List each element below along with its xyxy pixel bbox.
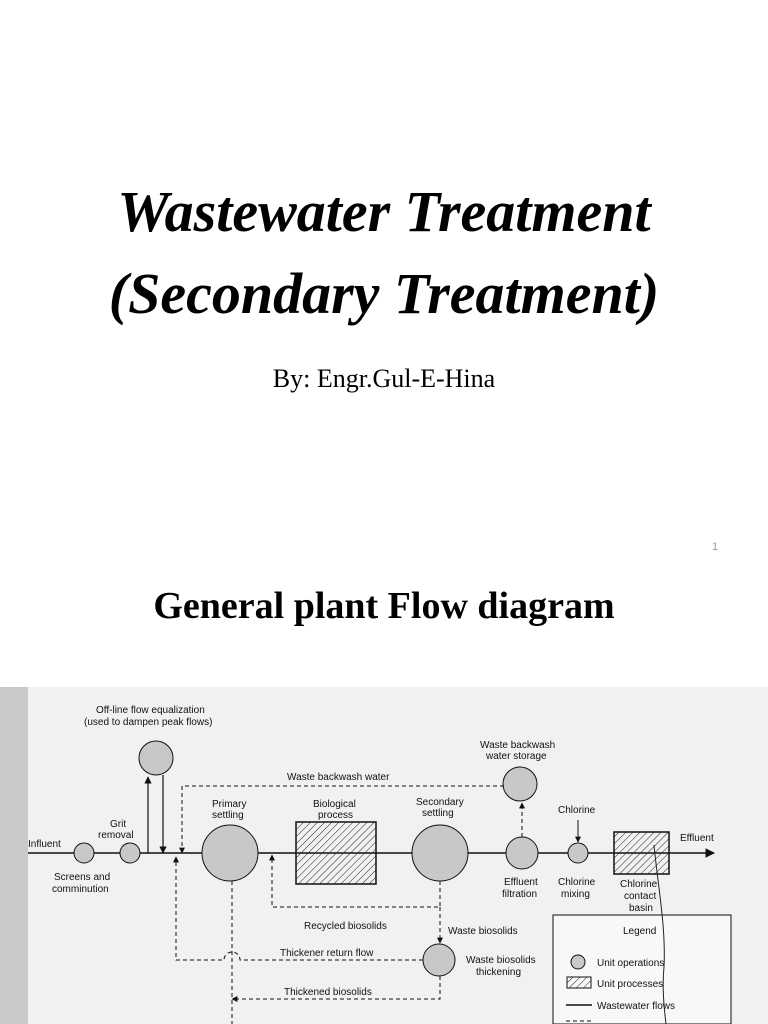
secondary-label-1: Secondary bbox=[416, 797, 464, 808]
effluent-filtration-circle bbox=[505, 836, 539, 870]
legend-circle-swatch bbox=[570, 954, 586, 970]
biosolids-thickening-circle bbox=[422, 943, 456, 977]
screens-label-2: comminution bbox=[52, 884, 109, 895]
legend-unit-operations: Unit operations bbox=[597, 958, 664, 969]
legend-unit-processes: Unit processes bbox=[597, 979, 663, 990]
contact-label-2: contact bbox=[624, 891, 656, 902]
waste-backwash-label: Waste backwash water bbox=[287, 772, 390, 783]
slide-title-line-1: Wastewater Treatment bbox=[117, 179, 651, 244]
chlorine-mixing-circle bbox=[567, 842, 589, 864]
effluent-filt-label-1: Effluent bbox=[504, 877, 538, 888]
secondary-settling-circle bbox=[411, 824, 469, 882]
chlorine-mixing-label-2: mixing bbox=[561, 889, 590, 900]
contact-basin-rect bbox=[613, 831, 670, 875]
flow-diagram-slide: General plant Flow diagram bbox=[0, 560, 768, 1024]
chlorine-mixing-label-1: Chlorine bbox=[558, 877, 596, 888]
effluent-label: Effluent bbox=[680, 833, 714, 844]
recycled-biosolids-line bbox=[269, 854, 441, 908]
waste-biosolids-label: Waste biosolids bbox=[448, 926, 518, 937]
title-slide: Wastewater Treatment (Secondary Treatmen… bbox=[108, 179, 719, 553]
primary-label-1: Primary bbox=[212, 799, 246, 810]
flow-diagram-title: General plant Flow diagram bbox=[153, 585, 615, 627]
thickened-biosolids-line bbox=[231, 976, 441, 1002]
offline-label-2: (used to dampen peak flows) bbox=[84, 717, 212, 728]
recycled-biosolids-label: Recycled biosolids bbox=[304, 921, 387, 932]
wbw-storage-label-1: Waste backwash bbox=[480, 740, 555, 751]
author-byline: By: Engr.Gul-E-Hina bbox=[272, 364, 496, 393]
grit-label-2: removal bbox=[98, 830, 134, 841]
secondary-label-2: settling bbox=[422, 808, 454, 819]
wbt-label-1: Waste biosolids bbox=[466, 955, 536, 966]
contact-label-3: basin bbox=[629, 903, 653, 914]
offline-label-1: Off-line flow equalization bbox=[96, 705, 205, 716]
bio-label-1: Biological bbox=[313, 799, 356, 810]
scan-edge-shadow bbox=[0, 687, 28, 1024]
legend-wastewater-flows: Wastewater flows bbox=[597, 1001, 675, 1012]
screens-label-1: Screens and bbox=[54, 872, 110, 883]
page-number: 1 bbox=[712, 541, 719, 553]
grit-circle bbox=[119, 842, 141, 864]
equalization-circle bbox=[138, 740, 174, 776]
pen-stroke-mark bbox=[653, 844, 667, 1024]
screens-circle bbox=[73, 842, 95, 864]
slide-title-line-2: (Secondary Treatment) bbox=[108, 261, 660, 326]
legend-hatch-swatch bbox=[566, 976, 592, 989]
thickened-biosolids-label: Thickened biosolids bbox=[284, 987, 372, 998]
biological-process-rect bbox=[295, 821, 377, 885]
chlorine-label: Chlorine bbox=[558, 805, 596, 816]
legend-box bbox=[552, 914, 732, 1024]
wbw-storage-label-2: water storage bbox=[485, 751, 547, 762]
thickener-return-line bbox=[173, 856, 423, 961]
waste-backwash-line bbox=[179, 785, 504, 854]
thickener-return-label: Thickener return flow bbox=[280, 948, 374, 959]
plant-flow-diagram: Influent Effluent Grit removal Screens a… bbox=[28, 705, 732, 1024]
bio-label-2: process bbox=[318, 810, 353, 821]
diagram-legend: Legend Unit operations Unit processes Wa… bbox=[552, 914, 732, 1024]
contact-label-1: Chlorine bbox=[620, 879, 658, 890]
influent-label: Influent bbox=[28, 839, 61, 850]
wbt-label-2: thickening bbox=[476, 967, 521, 978]
grit-label-1: Grit bbox=[110, 819, 126, 830]
effluent-filt-label-2: filtration bbox=[502, 889, 537, 900]
primary-label-2: settling bbox=[212, 810, 244, 821]
wbw-storage-circle bbox=[502, 766, 538, 802]
legend-title: Legend bbox=[623, 926, 656, 937]
primary-settling-circle bbox=[201, 824, 259, 882]
